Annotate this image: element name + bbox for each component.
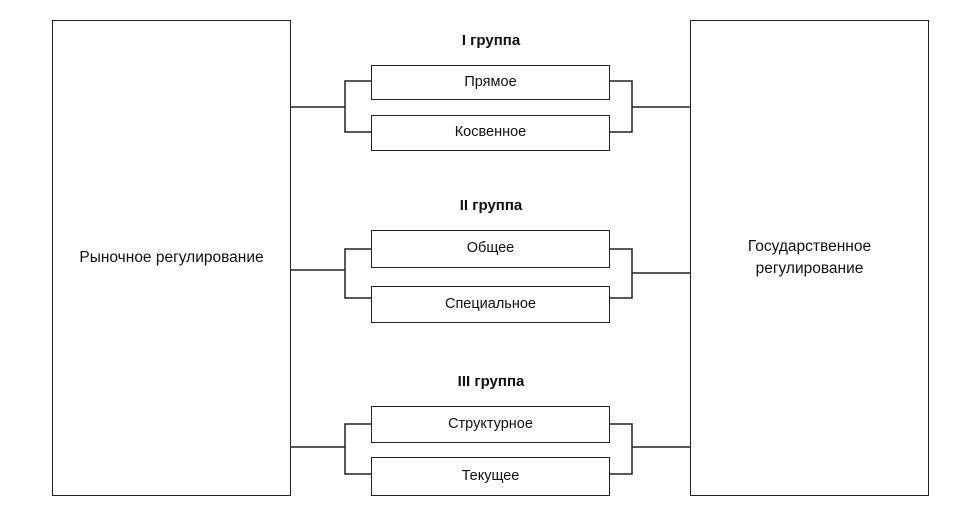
market-regulation-label: Рыночное регулирование [79,248,264,266]
group-2-title: II группа [459,197,523,214]
group-3-item-structural-label: Структурное [448,415,533,432]
state-regulation-label-line1: Государственное [747,237,872,255]
group-1-title: I группа [461,32,521,49]
group-3-item-current: Текущее [371,457,610,496]
group-1-item-direct: Прямое [371,65,610,100]
market-regulation-box: Рыночное регулирование [52,20,291,496]
group-2-item-general: Общее [371,230,610,268]
group-1-item-indirect-label: Косвенное [454,124,527,141]
group-1-item-indirect: Косвенное [371,115,610,151]
group-3-item-current-label: Текущее [461,467,520,484]
group-3-item-structural: Структурное [371,406,610,443]
group-3-title: III группа [457,373,525,390]
state-regulation-label-line2: регулирование [755,260,864,277]
group-1-item-direct-label: Прямое [464,73,517,90]
group-2-item-special-label: Специальное [444,295,536,312]
state-regulation-label: Государственное регулирование [748,236,871,281]
group-2-item-general-label: Общее [466,240,515,257]
group-2-item-special: Специальное [371,286,610,323]
state-regulation-box: Государственное регулирование [690,20,929,496]
